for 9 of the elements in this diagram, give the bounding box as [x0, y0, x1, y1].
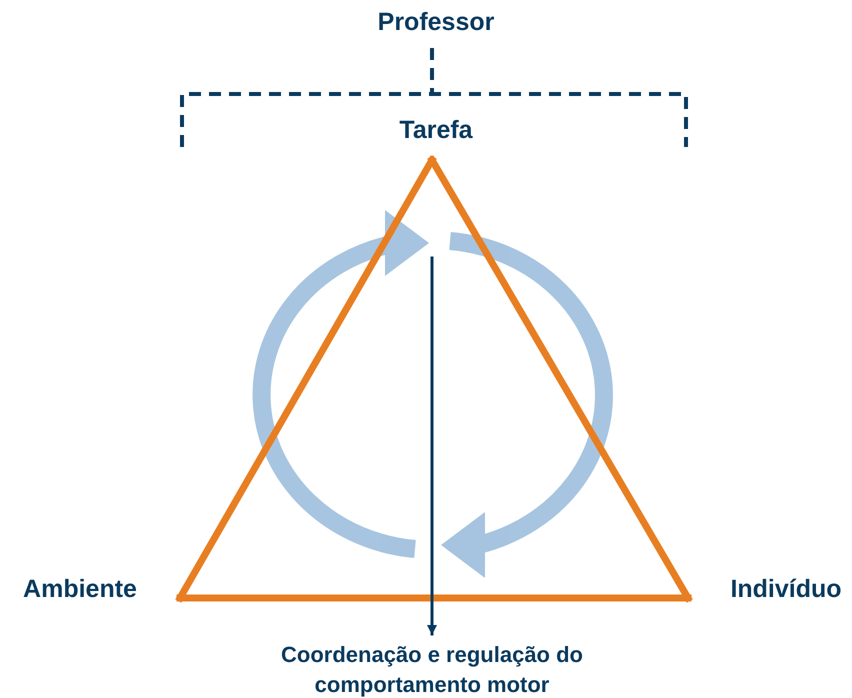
role-label: Professor	[366, 8, 506, 37]
vertex-label: Indivíduo	[722, 575, 850, 604]
outcome-label: Coordenação e regulação do comportamento motor	[226, 640, 638, 698]
triangle-side	[176, 156, 436, 602]
arrow	[427, 256, 437, 636]
vertex-label: Tarefa	[386, 116, 486, 145]
triangle-side	[176, 594, 692, 602]
triangle-side	[428, 156, 692, 602]
vertex-label: Ambiente	[10, 575, 150, 604]
